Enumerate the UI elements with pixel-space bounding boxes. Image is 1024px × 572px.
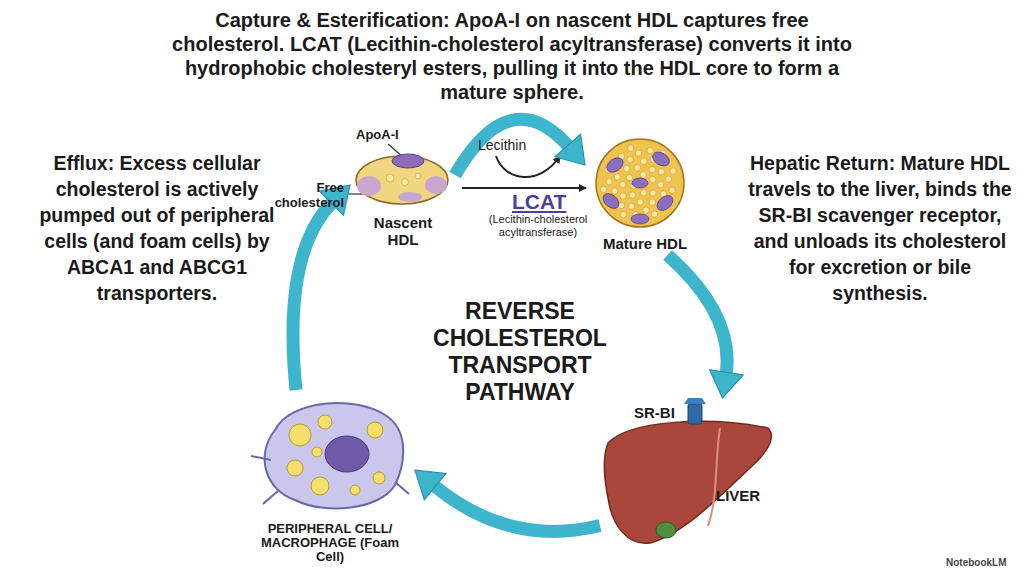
cycle-arrow xyxy=(293,185,350,390)
arrow-shaft xyxy=(455,119,569,175)
shape-part xyxy=(425,176,447,194)
shape-part xyxy=(620,181,626,187)
part-label: ApoA-I xyxy=(356,127,416,142)
shape-part xyxy=(614,174,620,180)
shape-part xyxy=(629,192,635,198)
shape-part xyxy=(684,398,706,404)
lecithin-arrow xyxy=(496,156,560,177)
shape-part xyxy=(656,522,676,538)
shape-part xyxy=(631,214,649,224)
cell-node: PERIPHERAL CELL/ MACROPHAGE (Foam Cell) xyxy=(245,390,415,568)
node-label: LIVER xyxy=(716,487,776,504)
shape-part xyxy=(600,186,606,192)
node-label: PERIPHERAL CELL/ MACROPHAGE (Foam Cell) xyxy=(255,522,405,564)
shape-part xyxy=(634,165,640,171)
shape-part xyxy=(649,166,655,172)
foam-cell xyxy=(245,390,415,518)
shape-part xyxy=(392,154,424,168)
arrow-shaft xyxy=(668,255,728,374)
shape-part xyxy=(620,211,626,217)
shape-part xyxy=(289,424,311,446)
arrow-head xyxy=(415,470,446,500)
shape-part xyxy=(670,168,676,174)
shape-part xyxy=(386,174,394,182)
node-label: Mature HDL xyxy=(585,235,705,252)
shape-part xyxy=(415,173,421,179)
shape-part xyxy=(627,156,633,162)
shape-part xyxy=(318,415,332,429)
shape-part xyxy=(708,428,720,526)
discoidal-hdl xyxy=(350,150,455,212)
shape-part xyxy=(265,403,404,508)
watermark: NotebookLM xyxy=(946,557,1024,568)
shape-part xyxy=(596,139,684,227)
shape-part xyxy=(658,169,664,175)
receptor-label: SR-BI xyxy=(634,404,684,421)
shape-part xyxy=(357,176,381,196)
shape-part xyxy=(312,447,322,457)
shape-part xyxy=(606,179,612,185)
shape-part xyxy=(367,422,383,438)
spherical-hdl xyxy=(585,135,695,233)
shape-part xyxy=(398,192,422,202)
shape-part xyxy=(688,404,702,424)
arrow-head xyxy=(710,370,744,398)
arrow-shaft xyxy=(293,202,333,390)
enzyme-label: LCAT xyxy=(512,190,572,214)
shape-part xyxy=(620,193,626,199)
organ-node: LIVER xyxy=(600,398,775,548)
shape-part xyxy=(649,199,655,205)
shape-part xyxy=(650,190,656,196)
shape-part xyxy=(612,188,618,194)
shape-part xyxy=(628,145,634,151)
arrow-head xyxy=(555,134,585,165)
shape-part xyxy=(641,158,647,164)
shape-part xyxy=(657,182,663,188)
shape-part xyxy=(647,148,653,154)
shape-part xyxy=(402,179,409,186)
shape-part xyxy=(632,178,648,188)
shape-part xyxy=(654,193,676,214)
shape-part xyxy=(669,187,675,193)
particle-node: Mature HDL xyxy=(585,135,695,255)
enzyme-name: (Lecithin-cholesterol acyltransferase) xyxy=(458,213,618,239)
shape-part xyxy=(325,436,369,472)
node-label: Nascent HDL xyxy=(367,214,439,248)
shape-part xyxy=(311,477,329,495)
shape-part xyxy=(640,172,646,178)
shape-part xyxy=(623,165,629,171)
shape-part xyxy=(626,174,632,180)
cycle-arrow xyxy=(668,255,744,398)
shape-part xyxy=(643,207,649,213)
reaction-arrow xyxy=(462,187,586,189)
shape-part xyxy=(640,190,646,196)
shape-part xyxy=(350,485,360,495)
shape-part xyxy=(637,199,643,205)
diagram-title: REVERSE CHOLESTEROL TRANSPORT PATHWAY xyxy=(412,298,628,406)
shape-part xyxy=(650,149,672,168)
shape-part xyxy=(604,421,771,543)
reactant-label: Lecithin xyxy=(478,137,548,153)
annotation-text: Efflux: Excess cellular cholesterol is a… xyxy=(18,150,296,306)
particle-node: Nascent HDL xyxy=(350,150,455,250)
shape-part xyxy=(651,211,657,217)
cycle-arrow xyxy=(415,470,600,531)
shape-part xyxy=(635,150,641,156)
shape-part xyxy=(604,155,626,175)
liver-organ xyxy=(600,398,775,548)
shape-part xyxy=(373,472,385,484)
annotation-text: Capture & Esterification: ApoA-I on nasc… xyxy=(158,8,866,104)
shape-part xyxy=(628,203,634,209)
arrow-shaft xyxy=(434,485,600,531)
shape-part xyxy=(650,176,656,182)
shape-part xyxy=(287,460,303,476)
shape-part xyxy=(600,191,622,212)
shape-part xyxy=(665,176,671,182)
annotation-text: Hepatic Return: Mature HDL travels to th… xyxy=(740,150,1020,306)
cycle-arrow xyxy=(455,119,585,175)
